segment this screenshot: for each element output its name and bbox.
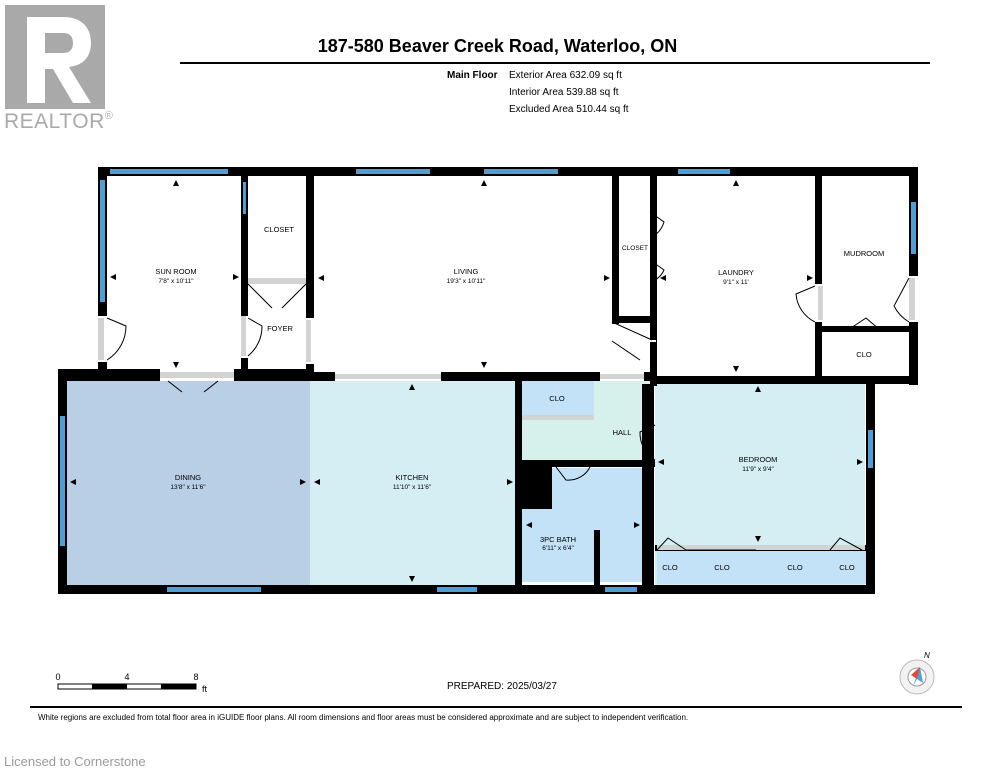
room-label-clo-bedroom-3: CLO — [787, 563, 803, 572]
dining-fill — [66, 381, 310, 587]
dimension-arrows — [70, 180, 863, 582]
room-dim-bedroom: 11'9" x 9'4" — [742, 466, 774, 473]
room-label-living: LIVING — [454, 267, 479, 276]
room-label-laundry: LAUNDRY — [718, 268, 754, 277]
property-address-title: 187-580 Beaver Creek Road, Waterloo, ON — [317, 36, 678, 56]
room-label-bedroom: BEDROOM — [739, 455, 778, 464]
exterior-area: Exterior Area 632.09 sq ft — [509, 70, 622, 81]
room-label-clo-bedroom-2: CLO — [714, 563, 730, 572]
realtor-wordmark: REALTOR® — [4, 110, 114, 133]
interior-area: Interior Area 539.88 sq ft — [509, 87, 619, 98]
scale-bar: 0 4 8 ft — [55, 672, 207, 694]
room-dim-laundry: 9'1" x 11' — [723, 279, 749, 286]
scale-tick-4: 4 — [124, 672, 129, 682]
room-label-clo-bedroom-4: CLO — [839, 563, 855, 572]
room-label-kitchen: KITCHEN — [396, 473, 429, 482]
room-dim-bath: 6'11" x 6'4" — [542, 545, 574, 552]
room-label-clo-hall: CLO — [549, 394, 565, 403]
room-label-clo-bedroom-1: CLO — [662, 563, 678, 572]
room-label-clo-mudroom: CLO — [856, 350, 872, 359]
scale-tick-0: 0 — [55, 672, 60, 682]
excluded-area: Excluded Area 510.44 sq ft — [509, 104, 629, 115]
scale-tick-8: 8 — [193, 672, 198, 682]
clo-hall-fill — [522, 381, 594, 417]
door-swings — [106, 211, 910, 551]
realtor-r-logo — [5, 5, 105, 109]
room-dim-dining: 13'8" x 11'6" — [170, 484, 206, 491]
room-label-mudroom: MUDROOM — [844, 249, 884, 258]
bedroom-closets-fill — [657, 550, 867, 584]
room-label-foyer: FOYER — [267, 324, 293, 333]
windows — [60, 169, 916, 592]
title-divider — [180, 62, 930, 64]
room-dim-living: 19'3" x 10'11" — [447, 278, 486, 285]
room-label-bath: 3PC BATH — [540, 535, 576, 544]
kitchen-fill — [310, 381, 518, 587]
prepared-date: PREPARED: 2025/03/27 — [447, 681, 557, 692]
license-watermark: Licensed to Cornerstone — [4, 754, 146, 769]
disclaimer-divider — [30, 706, 962, 708]
room-label-sunroom: SUN ROOM — [155, 267, 196, 276]
room-label-dining: DINING — [175, 473, 201, 482]
room-label-closet: CLOSET — [264, 225, 294, 234]
scale-unit: ft — [202, 684, 208, 694]
floor-name: Main Floor — [447, 70, 498, 81]
room-dim-sunroom: 7'8" x 10'11" — [158, 278, 194, 285]
room-dim-kitchen: 11'10" x 11'6" — [393, 484, 432, 491]
room-label-closet-2: CLOSET — [622, 245, 648, 252]
compass-north-label: N — [924, 651, 930, 660]
disclaimer-text: White regions are excluded from total fl… — [38, 713, 689, 722]
compass-icon: N — [899, 651, 935, 695]
room-label-hall: HALL — [613, 428, 632, 437]
